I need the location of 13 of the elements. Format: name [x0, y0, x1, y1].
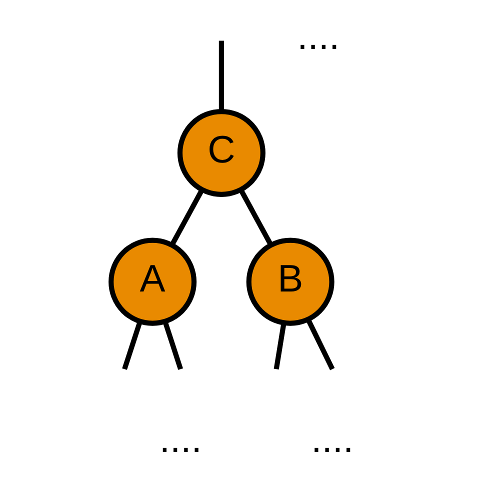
connector: [306, 318, 335, 370]
node-circle: A: [108, 238, 197, 326]
label: ....: [297, 15, 340, 58]
connector: [238, 188, 274, 246]
label: ....: [159, 418, 202, 462]
label: ....: [311, 418, 354, 462]
connector: [162, 320, 184, 370]
connector: [122, 320, 142, 370]
node-circle: B: [246, 238, 334, 326]
connector: [274, 322, 286, 370]
connector: [170, 188, 204, 246]
connector: [218, 40, 224, 112]
node-circle: C: [177, 108, 266, 197]
